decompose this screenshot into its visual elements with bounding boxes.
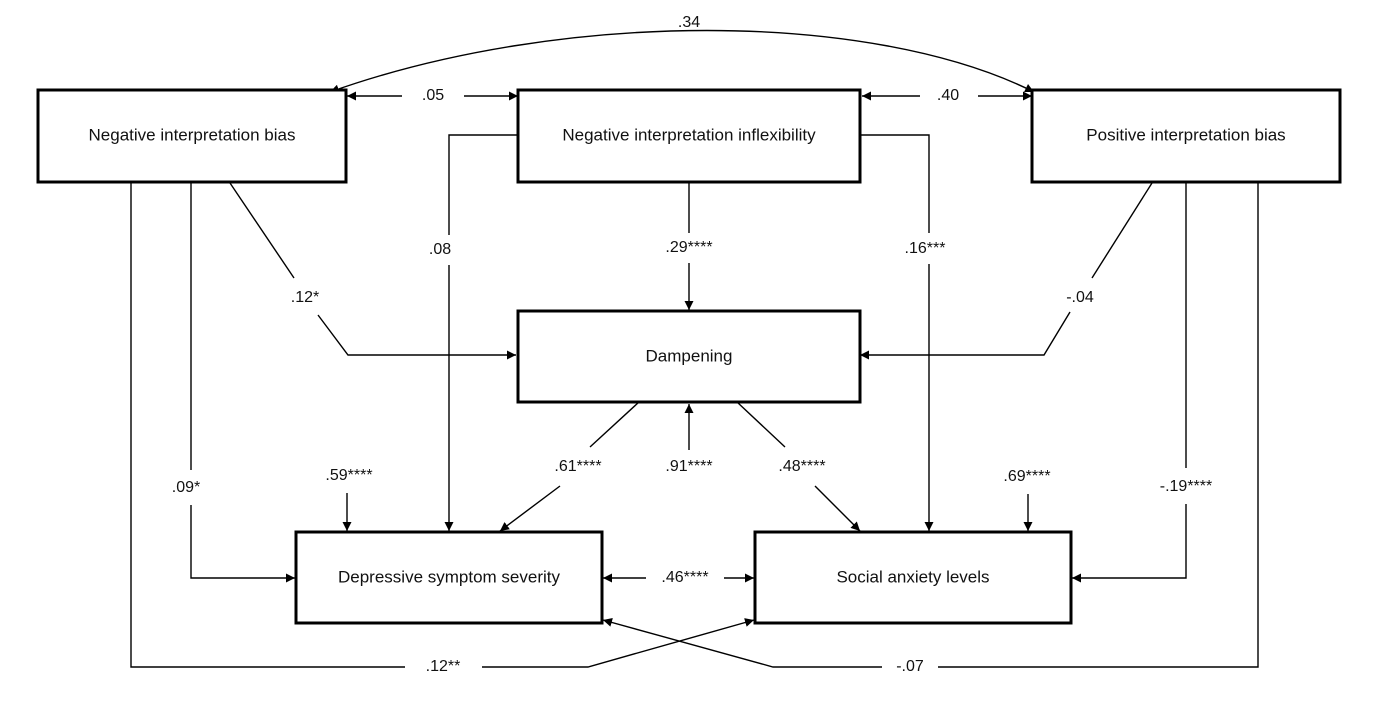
node-label: Depressive symptom severity bbox=[338, 567, 561, 586]
path-negbias-dampening-a bbox=[229, 182, 295, 279]
coef-posbias-social: -.19**** bbox=[1160, 478, 1212, 495]
node-depressive-symptom-severity: Depressive symptom severity bbox=[294, 530, 604, 625]
node-label: Dampening bbox=[646, 346, 733, 365]
path-negbias-posbias bbox=[329, 29, 1035, 94]
coef-negbias-social: .12** bbox=[426, 658, 461, 675]
coef-dampening-depressive: .61**** bbox=[554, 458, 601, 475]
path-posbias-social-b bbox=[1072, 504, 1187, 583]
coef-depressive-residual: .59**** bbox=[325, 467, 372, 484]
coef-neginflex-social: .16*** bbox=[905, 240, 946, 257]
path-dampening-social-b bbox=[814, 485, 861, 532]
path-negbias-social-b bbox=[482, 618, 755, 668]
coef-neginflex-dampening: .29**** bbox=[665, 239, 712, 256]
path-negbias-dampening-b bbox=[317, 314, 516, 360]
coef-negbias-depressive: .09* bbox=[172, 479, 200, 496]
node-negative-interpretation-bias: Negative interpretation bias bbox=[36, 88, 348, 184]
coef-posbias-dampening: -.04 bbox=[1066, 289, 1094, 306]
coef-negbias-dampening: .12* bbox=[291, 289, 319, 306]
coef-neginflex-depressive: .08 bbox=[429, 241, 451, 258]
path-posbias-dampening-b bbox=[860, 311, 1071, 360]
path-dampening-social-a bbox=[736, 401, 786, 448]
path-neginflex-social-a bbox=[860, 134, 930, 233]
coef-neginflex-posbias: .40 bbox=[937, 87, 959, 104]
node-label: Social anxiety levels bbox=[836, 567, 989, 586]
coef-depressive-social: .46**** bbox=[661, 569, 708, 586]
node-social-anxiety-levels: Social anxiety levels bbox=[753, 530, 1073, 625]
node-label: Negative interpretation bias bbox=[89, 125, 296, 144]
path-posbias-depressive-a bbox=[938, 183, 1259, 668]
node-positive-interpretation-bias: Positive interpretation bias bbox=[1030, 88, 1342, 184]
node-dampening: Dampening bbox=[516, 309, 862, 404]
node-label: Positive interpretation bias bbox=[1086, 125, 1285, 144]
path-neginflex-depressive-a bbox=[448, 134, 517, 235]
path-dampening-depressive-b bbox=[499, 485, 561, 532]
path-posbias-depressive-b bbox=[602, 618, 882, 668]
path-posbias-dampening-a bbox=[1091, 182, 1153, 279]
coef-dampening-residual: .91**** bbox=[665, 458, 712, 475]
path-dampening-depressive-a bbox=[589, 401, 640, 448]
coef-dampening-social: .48**** bbox=[778, 458, 825, 475]
node-label: Negative interpretation inflexibility bbox=[562, 125, 816, 144]
path-negbias-depressive-b bbox=[190, 505, 295, 583]
coef-negbias-neginflex: .05 bbox=[422, 87, 444, 104]
coef-social-residual: .69**** bbox=[1003, 468, 1050, 485]
coef-posbias-depressive: -.07 bbox=[896, 658, 924, 675]
coef-negbias-posbias: .34 bbox=[678, 14, 700, 31]
path-negbias-social-a bbox=[130, 183, 405, 668]
node-negative-interpretation-inflexibility: Negative interpretation inflexibility bbox=[516, 88, 862, 184]
